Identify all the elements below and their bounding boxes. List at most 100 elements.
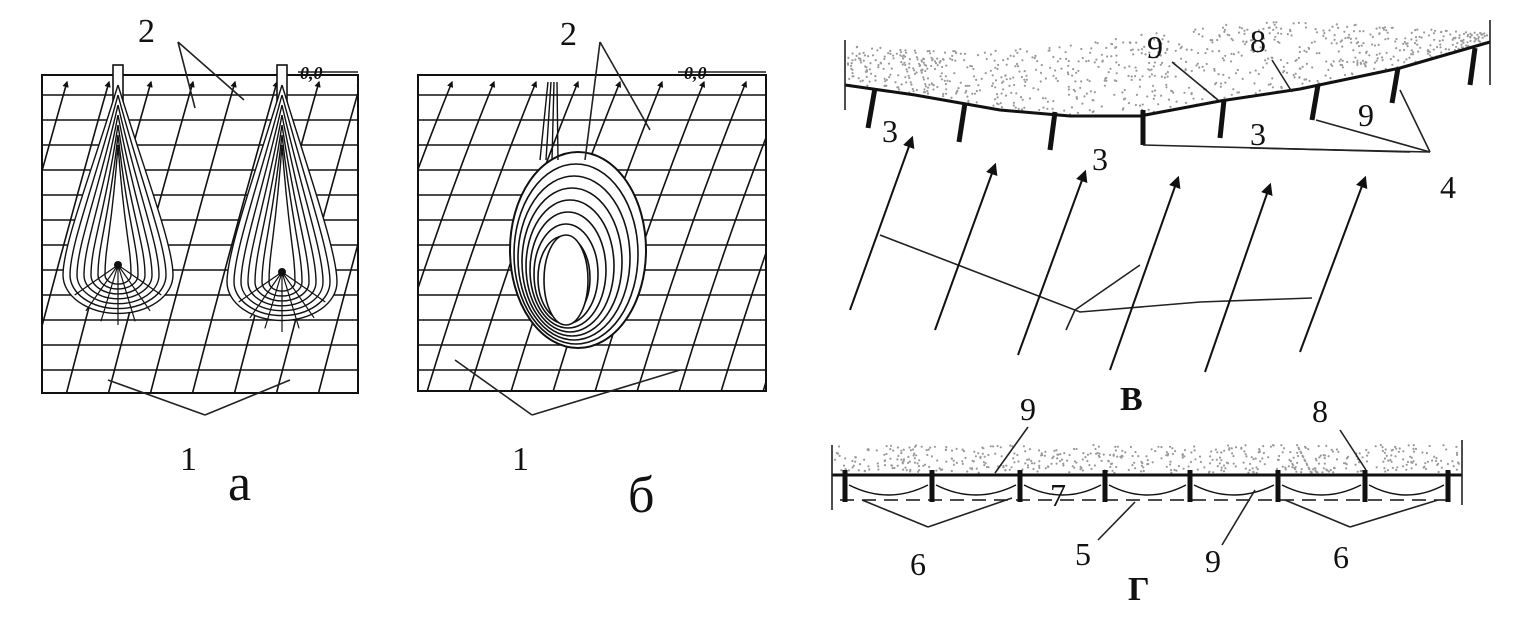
sand-dot	[1068, 453, 1071, 457]
sand-dot	[1477, 37, 1480, 40]
sand-dot	[1383, 26, 1387, 29]
panel-g-arc	[1023, 484, 1102, 496]
sand-dot	[1215, 458, 1218, 461]
panel-v-label-8: 8	[1250, 23, 1266, 59]
sand-dot	[926, 453, 929, 456]
sand-dot	[1412, 460, 1415, 463]
lens-feeder	[545, 81, 552, 161]
sand-dot	[1115, 61, 1118, 64]
sand-dot	[896, 464, 899, 467]
sand-dot	[1431, 459, 1434, 462]
sand-dot	[1151, 461, 1154, 464]
sand-dot	[1395, 447, 1398, 450]
sand-dot	[1013, 461, 1016, 464]
sand-dot	[1407, 444, 1410, 447]
sand-dot	[1032, 467, 1035, 471]
sand-dot	[1292, 22, 1295, 25]
sand-dot	[1174, 49, 1177, 52]
sand-dot	[1064, 51, 1067, 54]
sand-dot	[969, 64, 972, 68]
sand-dot	[1422, 466, 1425, 469]
sand-dot	[1197, 33, 1201, 36]
sand-dot	[1085, 92, 1088, 95]
sand-dot	[905, 81, 908, 84]
sand-dot	[1352, 49, 1355, 52]
sand-dot	[1002, 466, 1005, 469]
sand-dot	[1115, 465, 1118, 469]
sand-dot	[1014, 65, 1017, 68]
sand-dot	[874, 75, 877, 78]
panel-a-flow-arrow	[317, 240, 358, 393]
sand-dot	[1009, 54, 1012, 57]
sand-dot	[1038, 460, 1041, 463]
panel-v-leader-4a	[1399, 89, 1431, 153]
panel-g-arc	[1281, 484, 1362, 496]
sand-dot	[1232, 88, 1235, 91]
sand-dot	[962, 450, 966, 453]
sand-dot	[1077, 60, 1080, 63]
sand-dot	[1412, 447, 1415, 450]
sand-dot	[1394, 40, 1397, 43]
sand-dot	[1454, 30, 1458, 33]
sand-dot	[1387, 459, 1390, 462]
sand-dot	[977, 471, 980, 474]
sand-dot	[897, 74, 900, 77]
panel-v-drains	[865, 47, 1478, 151]
sand-dot	[1131, 464, 1134, 467]
sand-dot	[1114, 449, 1117, 452]
funnel-center	[114, 261, 122, 269]
sand-dot	[1201, 98, 1204, 101]
sand-dot	[1020, 108, 1024, 111]
sand-dot	[1263, 463, 1266, 466]
sand-dot	[1273, 23, 1276, 26]
sand-dot	[1390, 26, 1393, 29]
panel-b-lens	[509, 81, 647, 349]
sand-dot	[1272, 28, 1275, 31]
sand-dot	[1375, 53, 1378, 56]
sand-dot	[1023, 84, 1026, 87]
lens-contour	[529, 211, 607, 329]
sand-dot	[1005, 78, 1008, 81]
sand-dot	[1072, 68, 1075, 71]
sand-dot	[950, 469, 953, 473]
sand-dot	[1059, 453, 1062, 456]
sand-dot	[1339, 58, 1342, 61]
sand-dot	[907, 455, 910, 458]
sand-dot	[1348, 33, 1351, 36]
sand-dot	[1312, 468, 1315, 471]
sand-dot	[1318, 456, 1321, 459]
sand-dot	[1357, 45, 1361, 48]
sand-dot	[1231, 452, 1234, 455]
sand-dot	[1146, 463, 1149, 466]
sand-dot	[1006, 57, 1009, 61]
sand-dot	[1098, 452, 1101, 455]
sand-dot	[1481, 36, 1484, 39]
panel-g-letter: Г	[1128, 571, 1150, 608]
sand-dot	[1230, 52, 1233, 56]
panel-v-leader-4b	[1315, 119, 1431, 153]
lens-contour	[517, 175, 631, 341]
sand-dot	[1107, 460, 1110, 463]
sand-dot	[1025, 50, 1029, 53]
sand-dot	[889, 457, 892, 460]
sand-dot	[1160, 94, 1163, 97]
sand-dot	[1163, 34, 1166, 37]
sand-dot	[1262, 445, 1265, 448]
sand-dot	[883, 464, 887, 467]
sand-dot	[1077, 69, 1080, 72]
sand-dot	[1131, 454, 1134, 458]
sand-dot	[1046, 107, 1049, 110]
sand-dot	[1236, 91, 1239, 94]
sand-dot	[1025, 74, 1028, 77]
panel-g-leader-6b	[927, 497, 1013, 528]
funnel-rib	[264, 271, 283, 329]
sand-dot	[874, 59, 877, 62]
sand-dot	[1455, 451, 1458, 454]
sand-dot	[1019, 96, 1023, 99]
sand-dot	[1024, 80, 1027, 83]
sand-dot	[1206, 48, 1209, 51]
sand-dot	[1075, 461, 1078, 464]
sand-dot	[982, 447, 985, 450]
sand-dot	[1073, 90, 1077, 93]
sand-dot	[1255, 471, 1258, 474]
